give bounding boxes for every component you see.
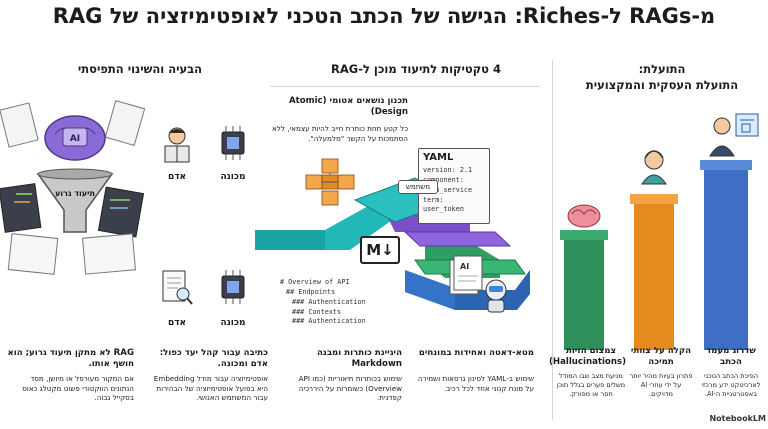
ai-chip-label: AI [70,134,80,144]
yaml-tag: משתמש [398,180,438,194]
machine-label: מכונה [220,318,246,328]
pillar-orange [634,202,674,350]
ai-docs-robot-icon: AI [449,255,507,313]
divider [552,60,553,420]
pillar-1-title: צמצום הזיות (Hallucinations) [548,346,626,368]
atomic-title: תכנון נושאים אטומי (Atomic Design) [288,96,408,118]
hierarchy-title: היגיינת כותרות ומבנה Markdown [317,348,402,370]
pillar-1-desc: מניעת מצב שבו המודל משלים פערים בגלל תוכ… [556,372,626,398]
human-label: אדם [167,172,187,182]
scattered-docs [0,99,146,275]
metadata-desc: שימוש ב-YAML לסינון גרסאות ושמירה על מונ… [417,374,534,393]
dual-audience-desc: אופטימיזציה עבור מודל Embedding היא בפוע… [153,374,268,403]
ai-doc-label: AI [460,262,469,271]
yaml-line: version: 2.1 [423,166,473,174]
pillar-blue [704,168,748,350]
markdown-outline: # Overview of API ## Endpoints ### Authe… [280,278,392,327]
chip-icon [214,124,252,164]
md-line: ## Endpoints [286,287,336,296]
left-heading: הבעיה והשינוי התפיסתי [77,62,203,76]
benefit-pillars [560,113,759,350]
yaml-line: component: [423,175,464,184]
middle-heading: 4 טקטיקות לתיעוד מוכן ל-RAG [330,62,501,76]
pillar-2-title: הקלה על צוותי תמיכה [630,346,692,368]
dual-audience-title: כתיבה עבור קהל יעד כפול: אדם ומכונה. [159,348,268,370]
right-heading-line1: התועלת: [638,62,686,76]
metadata-title: מטא-דאטה ואחידות במונחים [418,348,534,358]
atomic-desc: כל קטע תחת כותרת חייב להיות עצמאי, ללא ה… [272,124,408,143]
human-label: אדם [167,318,187,328]
machine-label: מכונה [220,172,246,182]
funnel-label: תיעוד גרוע [55,189,95,198]
blueprint-board-icon [735,113,759,137]
brain-icon [567,204,601,228]
pillar-3-desc: הפיכת הכתב הטכני לארכיטקט ידע מרכזי באסט… [701,372,761,398]
yaml-word: YAML [423,152,454,163]
md-line: ### Contexts [292,307,342,316]
main-title: מ-RAGs ל-Riches: הגישה של הכתב הטכני לאו… [52,4,716,28]
chip-icon [214,268,252,308]
brand-label: NotebookLM [709,414,766,423]
rag-problem-desc: אם המקור מעורפל או מיושן, מסד הנתונים הו… [22,374,134,403]
pillar-green [564,238,604,350]
divider [270,86,540,87]
rag-problem-title: RAG לא מתקן תיעוד גרוע; הוא חושף אותו. [7,348,134,370]
hierarchy-desc: שימוש בכותרות תיאוריות (כמו API Overview… [298,374,402,403]
pillar-3-title: שדרוג מעמד הכתב [706,346,756,368]
markdown-logo-icon: M↓ [360,236,400,264]
yaml-document: YAML version: 2.1 component: auth_servic… [418,148,490,224]
md-line: # Overview of API [280,278,350,286]
human-reader-icon [158,124,196,164]
chaos-funnel-illustration: AI תיעוד גרוע [0,99,146,275]
document-search-icon [158,268,196,308]
md-line: ### Authentication [292,297,366,306]
right-heading-line2: התועלת העסקית והמקצועית [585,77,739,92]
right-heading: התועלת: התועלת העסקית והמקצועית [560,62,764,93]
yaml-line: auth_service [423,185,473,194]
atomic-cubes-icon [305,158,355,206]
pillar-2-desc: פתרון בעיות מהיר יותר על ידי עוזרי AI מד… [629,372,693,398]
yaml-line: term: user_token [423,195,464,214]
architect-icon [713,117,731,135]
md-line: ### Authentication [292,317,366,326]
